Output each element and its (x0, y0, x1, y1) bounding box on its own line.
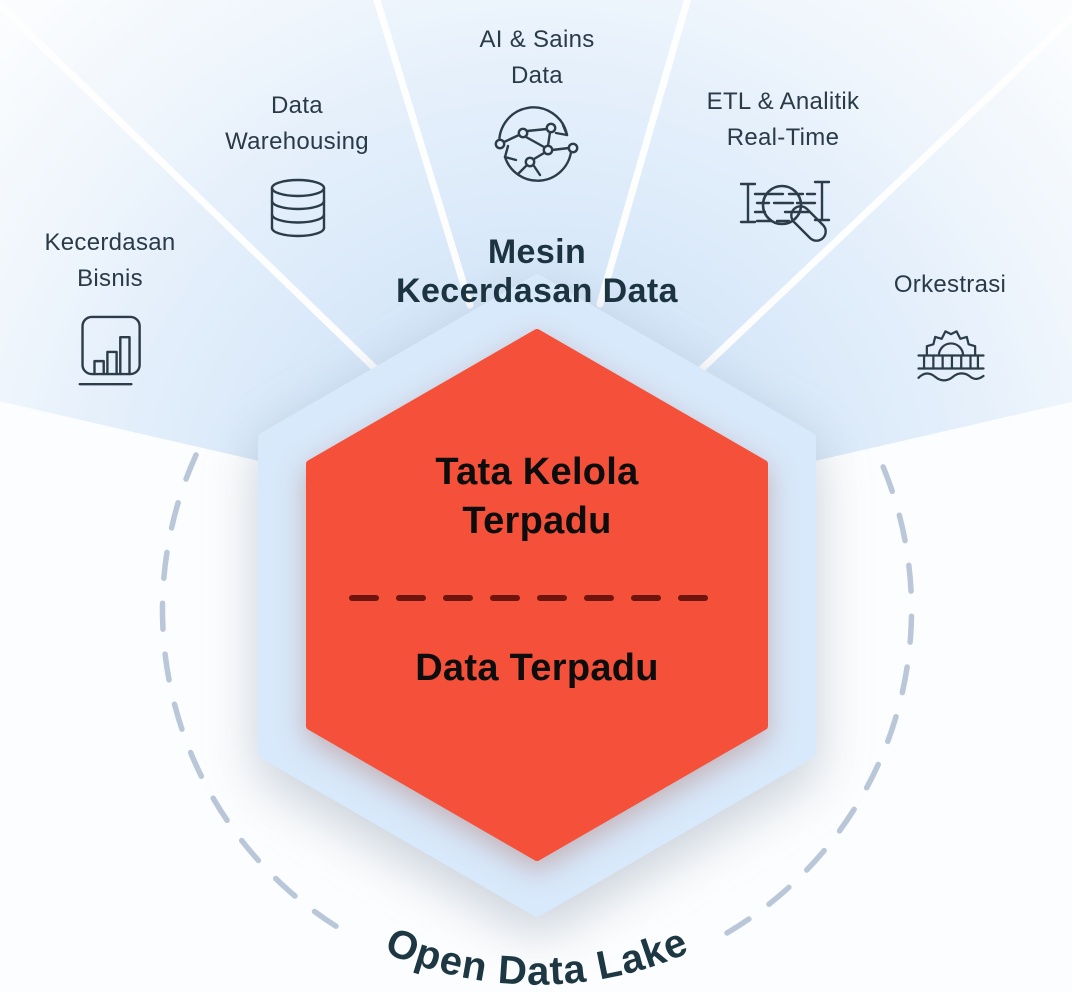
capability-etl-realtime-analytics: ETL & Analitik Real-Time (673, 84, 893, 156)
fan-divider-lines (0, 0, 1072, 385)
open-data-lake-label: Open Data Lake (380, 920, 694, 992)
label-line: Real-Time (726, 124, 840, 151)
fan-divider-line (373, 0, 474, 309)
capability-ai-data-science: AI & Sains Data (427, 22, 647, 94)
fan-divider-line (596, 0, 692, 308)
etl-search-icon (731, 172, 839, 248)
label-line: Bisnis (77, 265, 143, 292)
label-line: ETL & Analitik (706, 88, 860, 115)
title-line: Kecerdasan Data (396, 272, 678, 310)
hex-text-line: Data Terpadu (415, 647, 659, 689)
label-line: Orkestrasi (893, 271, 1007, 298)
orchestration-gear-icon (912, 312, 990, 386)
label-line: Kecerdasan (44, 229, 176, 256)
unified-data-label: Data Terpadu (287, 644, 787, 693)
label-line: Data (271, 92, 323, 119)
title-line: Mesin (487, 233, 587, 271)
capability-orchestration: Orkestrasi (840, 267, 1060, 303)
capability-label: Data Warehousing (187, 88, 407, 160)
fan-divider-line (0, 0, 390, 383)
label-line: AI & Sains (479, 26, 595, 53)
capability-label: Kecerdasan Bisnis (0, 225, 220, 297)
hex-text-line: Tata Kelola (435, 451, 639, 493)
bar-chart-icon (77, 312, 147, 390)
dashed-circle-right-arc (724, 452, 915, 936)
ai-network-icon (492, 104, 580, 186)
capability-label: ETL & Analitik Real-Time (673, 84, 893, 156)
capability-label: Orkestrasi (840, 267, 1060, 303)
capability-data-warehousing: Data Warehousing (187, 88, 407, 160)
label-line: Warehousing (225, 128, 369, 155)
label-line: Data (511, 62, 563, 89)
hex-text-line: Terpadu (462, 500, 612, 542)
capability-label: AI & Sains Data (427, 22, 647, 94)
inner-orange-hexagon (306, 329, 768, 861)
database-icon (264, 177, 332, 241)
fan-divider-line (685, 12, 1072, 385)
dashed-circle-left-arc (159, 452, 350, 936)
capability-business-intelligence: Kecerdasan Bisnis (0, 225, 220, 297)
capability-fan-background (0, 0, 1072, 525)
unified-governance-label: Tata Kelola Terpadu (287, 448, 787, 546)
data-intelligence-engine-title: Mesin Kecerdasan Data (287, 233, 787, 311)
